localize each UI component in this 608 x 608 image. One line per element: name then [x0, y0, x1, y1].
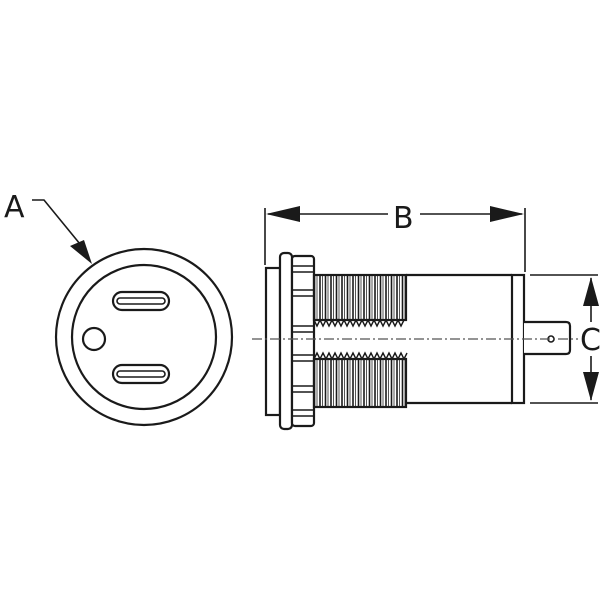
- ground-pin-hole: [81, 326, 107, 352]
- thread-upper: [312, 273, 408, 322]
- front-view: [54, 247, 234, 427]
- dimension-a: A: [4, 190, 92, 264]
- dimension-c-arrow-top: [583, 277, 599, 306]
- dimension-a-arrowhead: [70, 240, 92, 264]
- outer-ring: [54, 247, 234, 427]
- dimension-c: [530, 274, 599, 404]
- upper-slot: [111, 290, 171, 312]
- lower-slot: [111, 363, 171, 385]
- dimension-b-arrow-right: [490, 206, 524, 222]
- thread-teeth-lower: [313, 351, 408, 361]
- dimension-b: [264, 206, 526, 272]
- hex-nut: [290, 254, 316, 428]
- side-view: [264, 251, 572, 431]
- inner-face: [70, 263, 218, 411]
- dimension-b-arrow-left: [266, 206, 300, 222]
- spade-terminal: [524, 320, 572, 356]
- dimension-a-label: A: [4, 190, 25, 225]
- dimension-b-label: B: [393, 201, 414, 236]
- thread-lower: [312, 357, 408, 409]
- flange: [278, 251, 294, 431]
- dimension-a-leader: [32, 199, 81, 245]
- dimension-c-label: C: [580, 323, 601, 358]
- dimension-c-arrow-bottom: [583, 372, 599, 401]
- flange-lip: [264, 266, 282, 417]
- thread-teeth-upper: [313, 318, 405, 328]
